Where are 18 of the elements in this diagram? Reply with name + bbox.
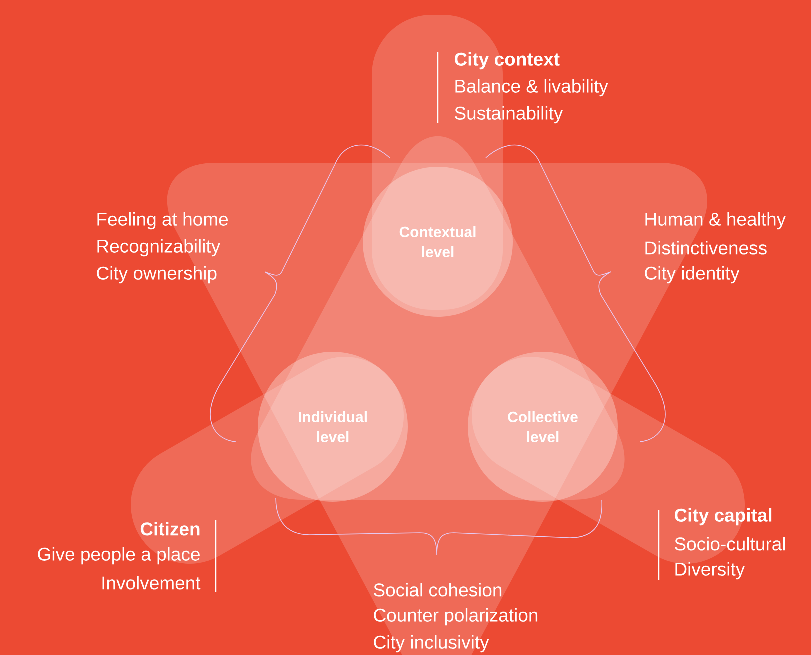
label: Diversity [676,562,746,580]
label: Give people a place [38,547,200,565]
label: City inclusivity [374,635,490,653]
label: Counter polarization [374,608,538,626]
label: Recognizability [98,239,221,257]
label: Distinctiveness [646,241,767,255]
label: Balance & livability [456,79,608,97]
label: Sustainability [455,106,564,124]
heading: City capital [674,508,772,526]
label: Involvement [102,576,201,590]
label: Feeling at home [98,212,228,230]
label: City identity [645,266,740,284]
label: City ownership [97,266,217,284]
label: Socio-cultural [675,537,786,551]
heading: City context [454,52,560,70]
label: Social cohesion [374,583,502,597]
label: Human & healthy [646,212,786,230]
heading: Citizen [140,522,200,536]
